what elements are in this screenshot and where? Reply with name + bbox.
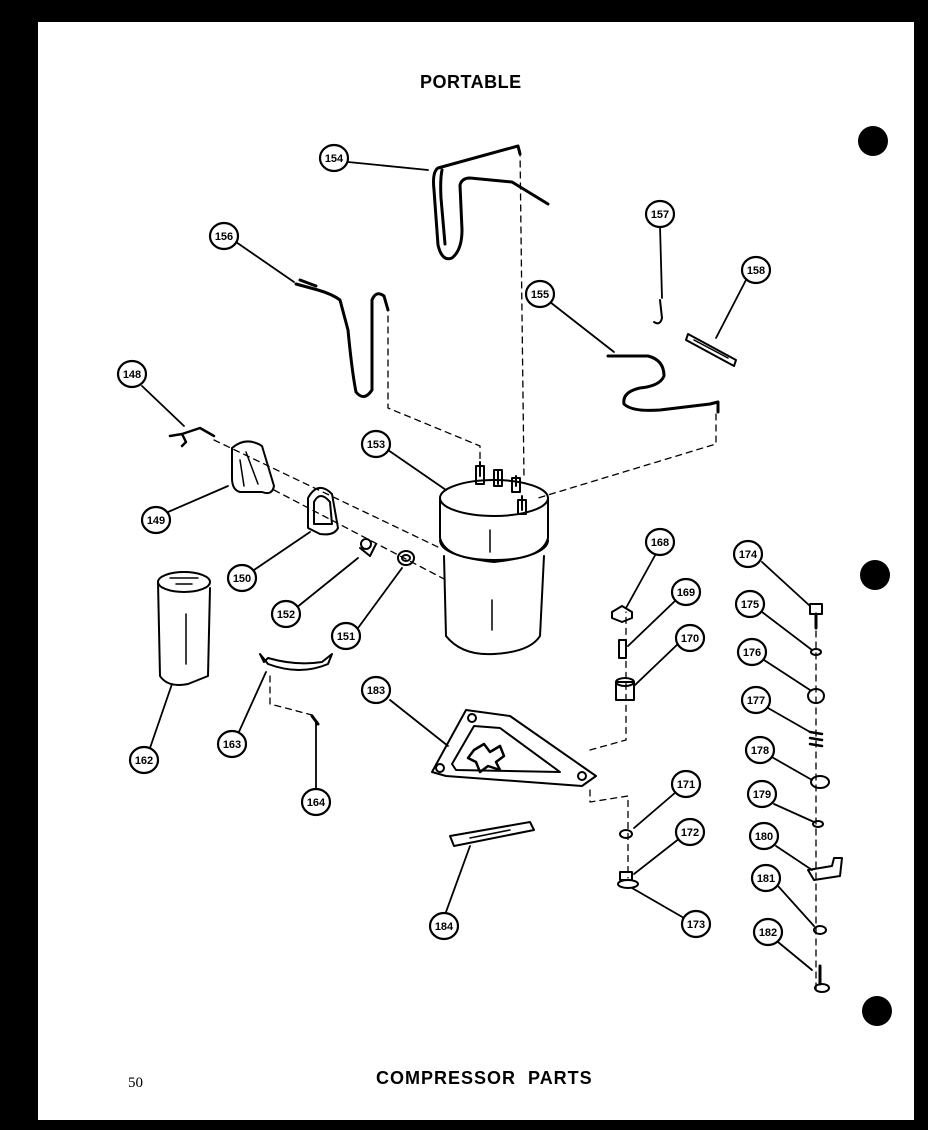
callout-162: 162: [135, 755, 153, 767]
callout-bubbles: [116, 143, 784, 947]
part-164-screw: [310, 714, 320, 726]
assembly-lines: [213, 149, 817, 991]
callout-164: 164: [307, 797, 326, 809]
callout-179: 179: [753, 789, 771, 801]
callout-175: 175: [741, 599, 759, 611]
part-184-strap: [449, 821, 535, 847]
callout-170: 170: [681, 633, 699, 645]
part-151-ring: [397, 550, 415, 566]
callout-177: 177: [747, 695, 765, 707]
part-156-tube: [294, 278, 390, 398]
part-171-washer: [619, 829, 633, 839]
part-155-tube: [606, 354, 720, 414]
callout-173: 173: [687, 919, 705, 931]
page-title: PORTABLE: [420, 72, 522, 92]
part-182-screw: [814, 964, 830, 993]
callout-178: 178: [751, 745, 769, 757]
part-172-spacer: [617, 871, 639, 889]
callout-183: 183: [367, 685, 385, 697]
callout-169: 169: [677, 587, 695, 599]
callout-labels: 154 156 157 158 155 148 149 150 152 151 …: [123, 153, 777, 939]
callout-154: 154: [325, 153, 344, 165]
callout-168: 168: [651, 537, 669, 549]
part-168-nut: [611, 605, 633, 623]
part-149-cover: [231, 440, 275, 495]
callout-176: 176: [743, 647, 761, 659]
callout-163: 163: [223, 739, 241, 751]
callout-156: 156: [215, 231, 233, 243]
callout-158: 158: [747, 265, 765, 277]
part-150-gasket: [307, 487, 339, 536]
callout-184: 184: [435, 921, 454, 933]
part-157-clip: [653, 299, 663, 325]
binder-hole-icon: [860, 560, 890, 590]
part-163-bracket: [259, 653, 333, 671]
page-number: 50: [128, 1075, 143, 1091]
callout-172: 172: [681, 827, 699, 839]
part-158-strap: [685, 333, 737, 367]
binder-hole-icon: [862, 996, 892, 1026]
callout-180: 180: [755, 831, 773, 843]
part-178-grommet: [810, 775, 830, 789]
part-153-compressor: [439, 461, 549, 656]
callout-152: 152: [277, 609, 295, 621]
footer-title: COMPRESSOR PARTS: [376, 1068, 593, 1088]
part-154-tube: [432, 144, 550, 261]
part-152-clip: [359, 538, 377, 557]
callout-171: 171: [677, 779, 695, 791]
callout-148: 148: [123, 369, 141, 381]
callout-182: 182: [759, 927, 777, 939]
callout-150: 150: [233, 573, 251, 585]
part-148-clip: [168, 426, 216, 448]
callout-151: 151: [337, 631, 355, 643]
part-179-washer: [812, 820, 824, 828]
callout-155: 155: [531, 289, 549, 301]
part-180-bracket: [807, 857, 843, 881]
callout-157: 157: [651, 209, 669, 221]
part-183-baseplate: [431, 709, 597, 787]
part-170-grommet: [615, 677, 635, 701]
part-162-capacitor: [157, 571, 211, 686]
part-181-washer: [813, 925, 827, 935]
binder-hole-icon: [858, 126, 888, 156]
callout-149: 149: [147, 515, 165, 527]
callout-174: 174: [739, 549, 758, 561]
leader-lines: [141, 161, 815, 971]
callout-153: 153: [367, 439, 385, 451]
part-169-sleeve: [618, 639, 627, 659]
callout-181: 181: [757, 873, 775, 885]
